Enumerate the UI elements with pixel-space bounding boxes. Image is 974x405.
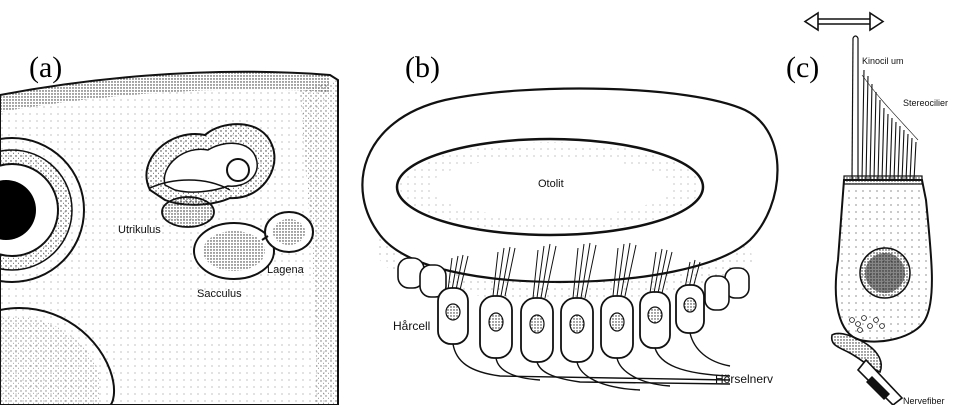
label-nervefiber: Nervefiber bbox=[903, 396, 945, 405]
panel-c-illustration: Kinocil um Stereocilier Nervefiber bbox=[805, 13, 948, 405]
label-harcell: Hårcell bbox=[393, 319, 430, 333]
label-otolit: Otolit bbox=[538, 178, 564, 190]
label-sacculus: Sacculus bbox=[197, 288, 242, 300]
label-lagena: Lagena bbox=[267, 264, 305, 276]
panel-b-illustration: Otolit Hårcell Hörselnerv bbox=[362, 89, 777, 390]
label-utrikulus: Utrikulus bbox=[118, 224, 161, 236]
stereocilia bbox=[862, 70, 918, 180]
kinocilium bbox=[852, 36, 858, 180]
utrikulus-organ bbox=[162, 197, 214, 227]
label-horselnerv: Hörselnerv bbox=[715, 372, 773, 386]
label-kinocilium: Kinocil um bbox=[862, 56, 904, 66]
panel-a-illustration: Utrikulus Lagena Sacculus bbox=[0, 72, 338, 405]
deflection-arrow-icon bbox=[805, 13, 883, 30]
label-stereocilier: Stereocilier bbox=[903, 98, 948, 108]
